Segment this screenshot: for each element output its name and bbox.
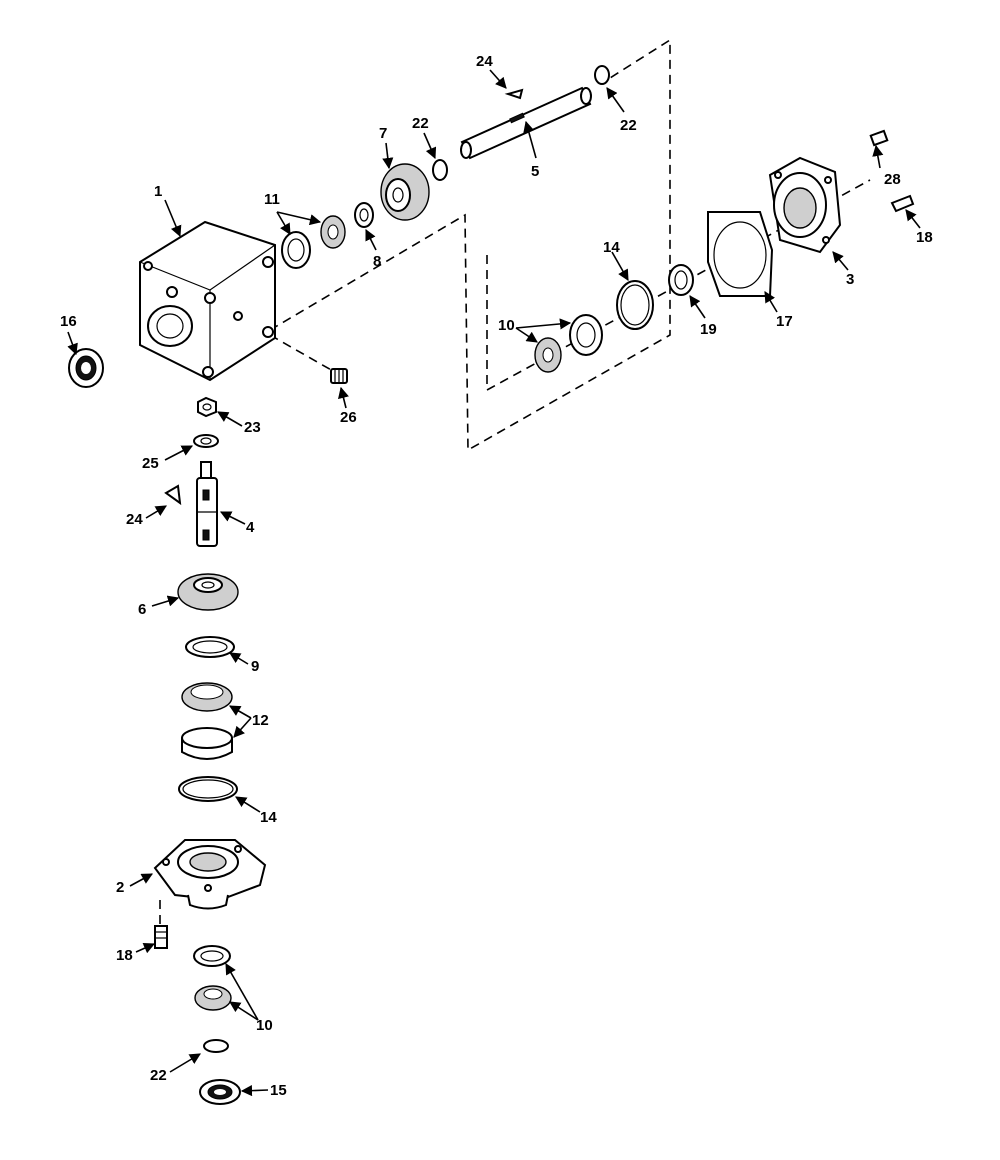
label-18-right: 18	[916, 229, 933, 246]
gasket-17	[707, 211, 774, 297]
label-17: 17	[776, 313, 793, 330]
callout-labels: 1 2 3 4 5 6 7 8 9 10 10 11 12 14 14 15 1…	[60, 53, 933, 1099]
label-24-lower: 24	[126, 511, 143, 528]
label-11: 11	[264, 191, 280, 208]
label-22-gear: 22	[412, 115, 429, 132]
label-15: 15	[270, 1082, 287, 1099]
plug-26	[330, 368, 348, 384]
gearbox-housing	[139, 220, 276, 382]
washer-9	[185, 636, 235, 658]
bolt-18-lower	[154, 925, 168, 949]
seal-15	[199, 1079, 241, 1105]
washer-25	[193, 434, 219, 448]
bevel-gear-6	[177, 573, 239, 611]
key-24-upper	[504, 88, 524, 100]
seal-16	[68, 348, 104, 388]
nut-23	[197, 396, 217, 418]
label-6: 6	[138, 601, 146, 618]
label-28: 28	[884, 171, 901, 188]
label-22-top: 22	[620, 117, 637, 134]
label-24-upper: 24	[476, 53, 493, 70]
label-16: 16	[60, 313, 77, 330]
bearing-10-upper	[534, 314, 603, 373]
label-22-lower: 22	[150, 1067, 167, 1084]
label-10-upper: 10	[498, 317, 515, 334]
assembly-dashed-lines	[159, 38, 871, 925]
label-5: 5	[531, 163, 539, 180]
label-14-upper: 14	[603, 239, 620, 256]
snap-ring-22-lower	[203, 1039, 229, 1053]
label-3: 3	[846, 271, 854, 288]
label-8: 8	[373, 253, 381, 270]
snap-ring-22-top	[594, 65, 610, 85]
label-18-lower: 18	[116, 947, 133, 964]
label-12: 12	[252, 712, 269, 729]
bolt-18-right	[890, 194, 915, 213]
label-4: 4	[246, 519, 255, 536]
label-9: 9	[251, 658, 259, 675]
bearing-10-lower	[193, 945, 232, 1011]
bearing-housing-2	[153, 839, 267, 910]
label-14-lower: 14	[260, 809, 277, 826]
key-24-lower	[164, 484, 182, 506]
label-26: 26	[340, 409, 357, 426]
o-ring-14-upper	[616, 280, 654, 330]
bearing-11	[281, 215, 346, 269]
bevel-gear-7	[380, 163, 430, 221]
seal-19	[668, 264, 694, 296]
snap-ring-22-upper	[432, 159, 448, 181]
bearing-12	[181, 682, 233, 760]
leader-arrows	[67, 69, 921, 1097]
label-25: 25	[142, 455, 159, 472]
label-23: 23	[244, 419, 261, 436]
washer-8	[354, 202, 374, 228]
o-ring-14-lower	[178, 776, 238, 802]
label-1: 1	[154, 183, 162, 200]
label-19: 19	[700, 321, 717, 338]
label-7: 7	[379, 125, 387, 142]
screw-28	[869, 129, 889, 147]
label-10-lower: 10	[256, 1017, 273, 1034]
label-2: 2	[116, 879, 124, 896]
bearing-housing-3	[768, 156, 842, 254]
shaft-4	[196, 461, 218, 547]
